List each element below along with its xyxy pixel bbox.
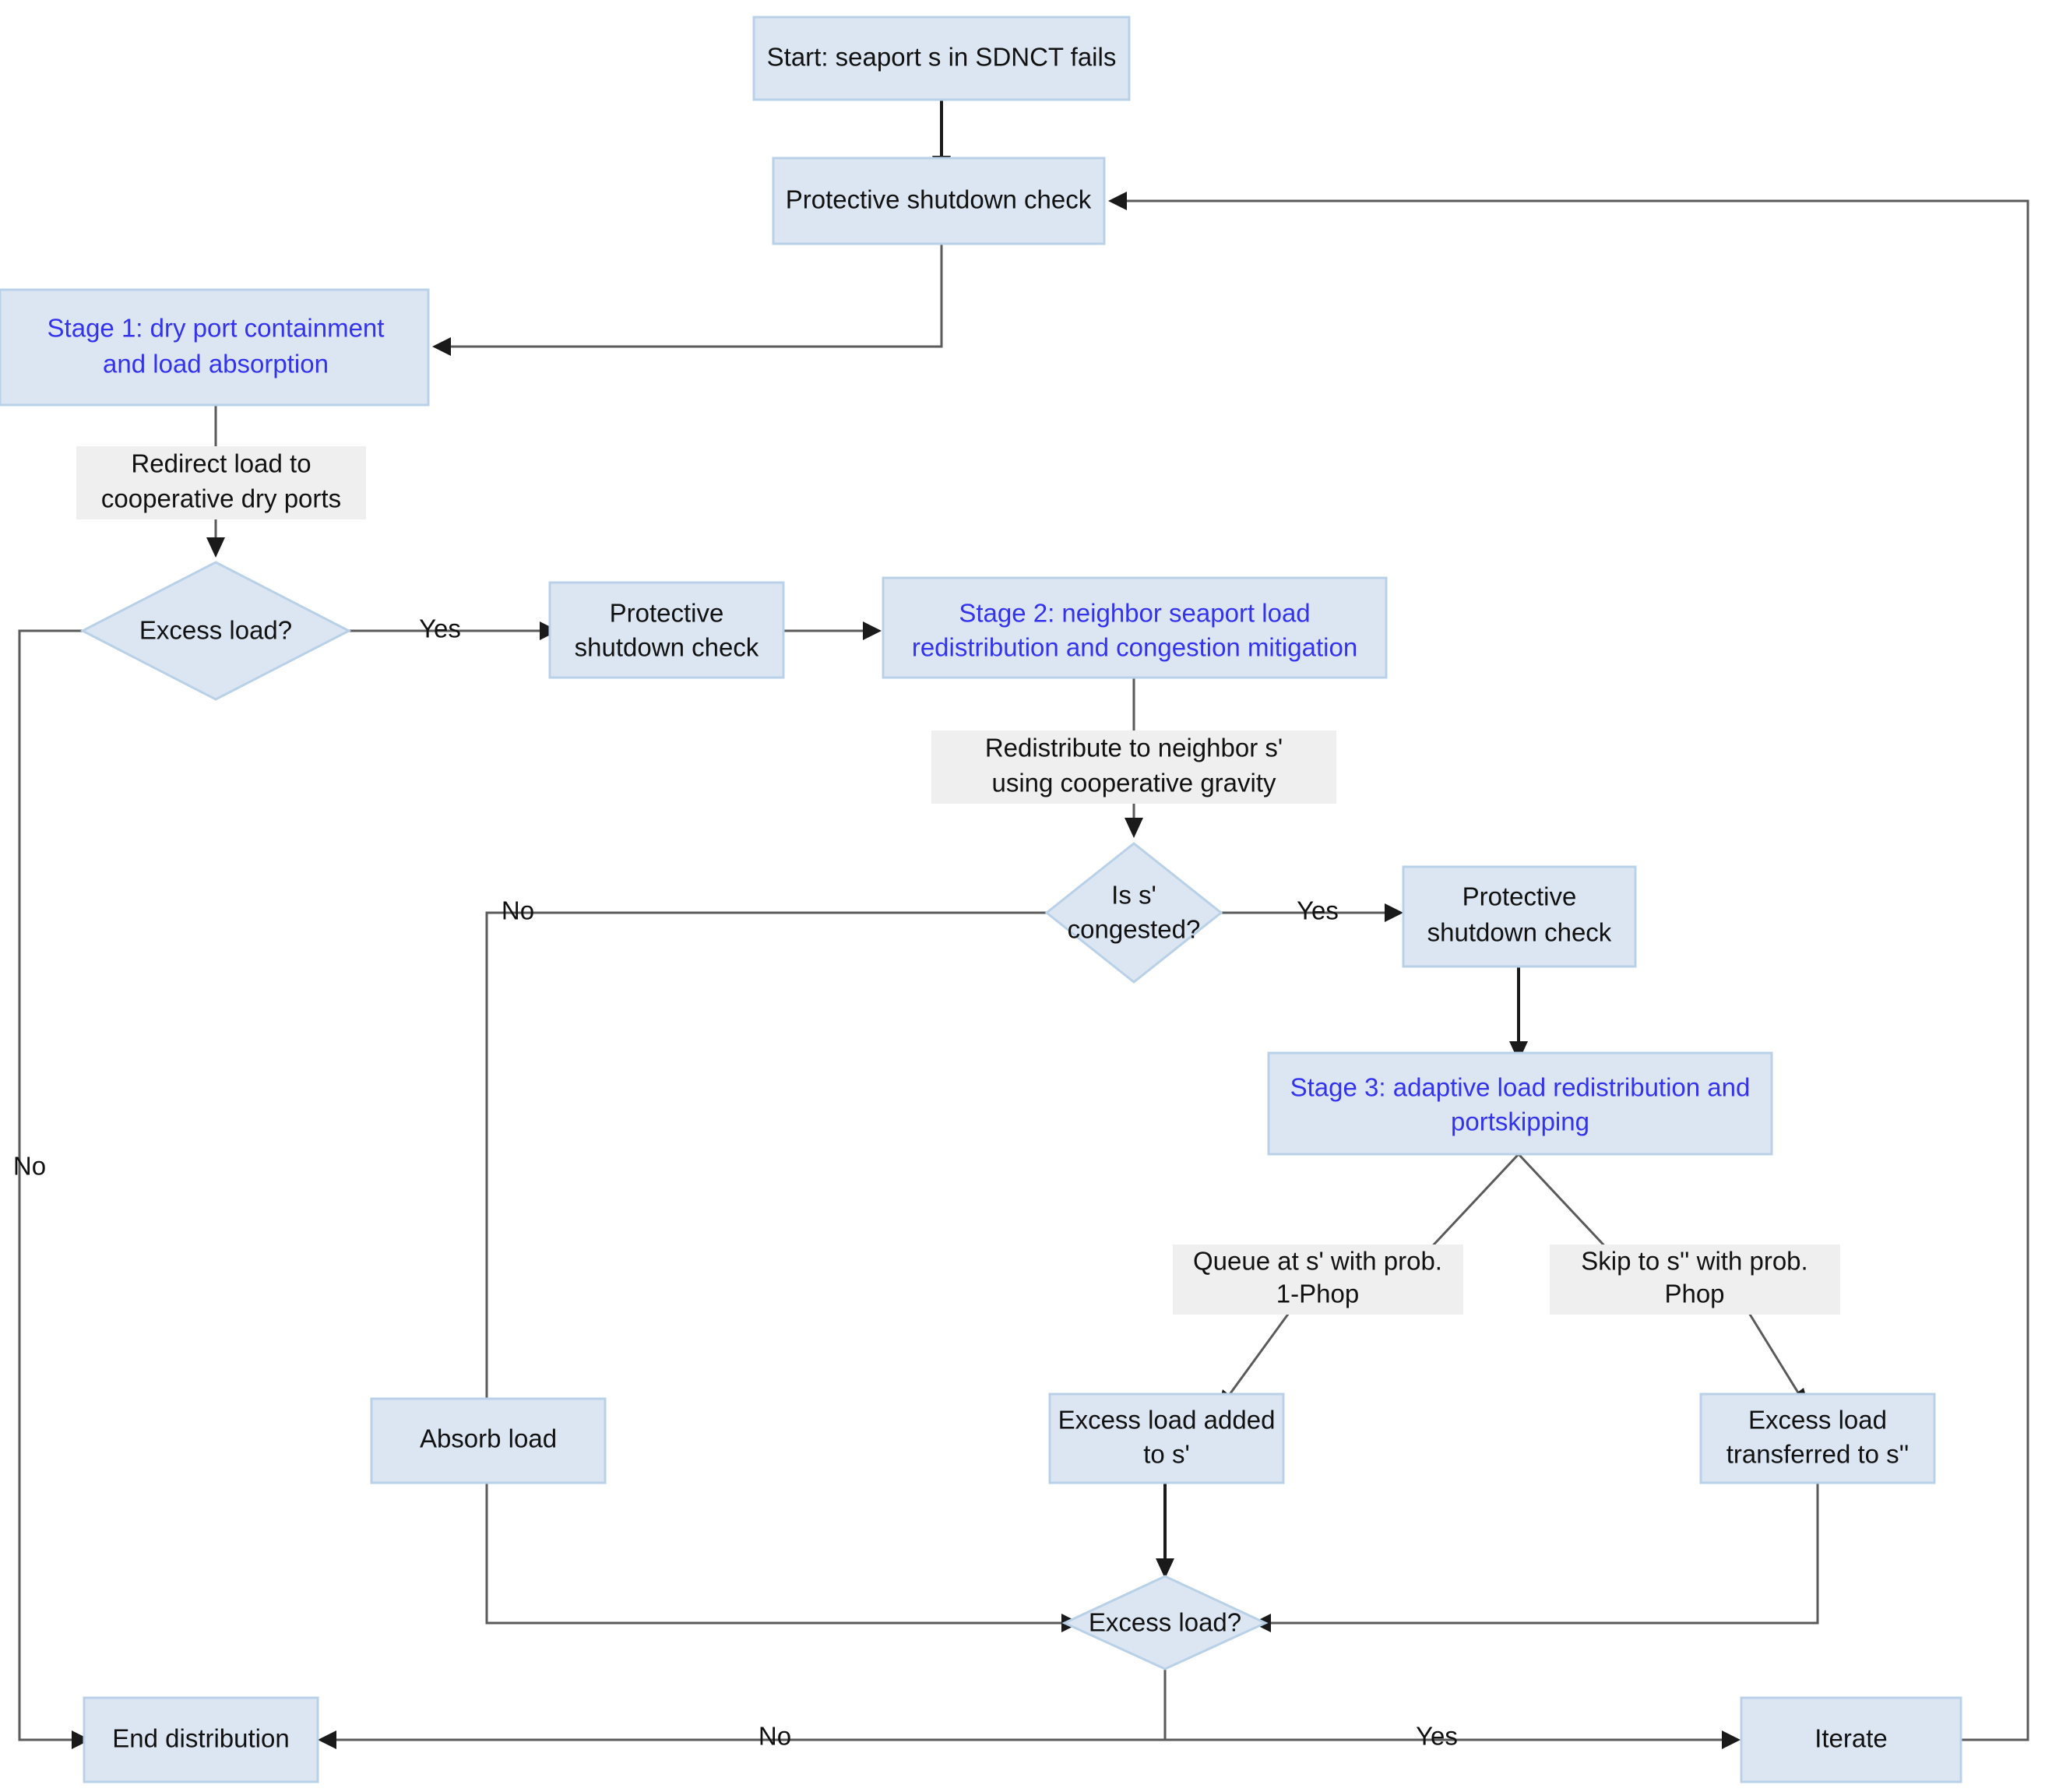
node-absorb-load-label: Absorb load [420,1424,557,1453]
edge-shutdown3-to-stage3 [1509,967,1528,1061]
node-excess-transferred-line2: transferred to s'' [1726,1440,1909,1469]
branch-label-excess1-yes: Yes [419,614,461,643]
node-absorb-load[interactable]: Absorb load [370,1397,607,1484]
node-shutdown-check-3-line1: Protective [1462,882,1577,911]
edge-label-redistribute-line2: using cooperative gravity [991,769,1276,797]
node-shutdown-check-1-label: Protective shutdown check [786,185,1092,214]
node-end-distribution[interactable]: End distribution [83,1696,319,1783]
edge-label-skip-line1: Skip to s'' with prob. [1581,1247,1807,1276]
node-excess-load-1-label: Excess load? [139,616,292,645]
branch-label-congested-yes: Yes [1297,896,1339,925]
edge-iterate-to-shutdown1 [1108,192,2029,1741]
edge-label-queue-line1: Queue at s' with prob. [1193,1247,1442,1276]
node-stage-2-line2: redistribution and congestion mitigation [912,633,1357,662]
node-protective-shutdown-check-3[interactable]: Protective shutdown check [1402,865,1637,968]
edge-stage3-to-queue [1424,1153,1520,1255]
node-shutdown-check-2-line1: Protective [610,599,724,628]
node-stage-3-line1: Stage 3: adaptive load redistribution an… [1290,1073,1751,1102]
branch-label-excess1-no: No [13,1152,46,1181]
branch-label-congested-no: No [502,896,534,925]
node-excess-added-line1: Excess load added [1058,1406,1276,1435]
node-excess-load-decision-2[interactable]: Excess load? [1061,1575,1269,1671]
node-excess-load-added[interactable]: Excess load added to s' [1048,1392,1285,1484]
edge-label-skip-line2: Phop [1664,1280,1724,1308]
node-start[interactable]: Start: seaport s in SDNCT fails [752,16,1131,101]
edge-stage3-to-skip [1517,1153,1614,1255]
edge-label-redirect-line1: Redirect load to [131,449,311,478]
node-stage-3[interactable]: Stage 3: adaptive load redistribution an… [1267,1051,1773,1156]
node-stage-1-label-line2: and load absorption [103,350,329,378]
node-excess-load-decision-1[interactable]: Excess load? [79,561,352,701]
edge-label-skip: Skip to s'' with prob. Phop [1550,1245,1840,1315]
edge-label-queue-line2: 1-Phop [1276,1280,1359,1308]
edge-excess2-no [318,1669,1167,1749]
edge-absorb-to-excess2 [485,1483,1080,1632]
edge-excess-added-to-excess2 [1156,1483,1174,1579]
edge-label-redirect: Redirect load to cooperative dry ports [76,446,366,519]
node-stage-3-line2: portskipping [1451,1107,1589,1136]
node-shutdown-check-3-line2: shutdown check [1427,918,1612,947]
node-start-label: Start: seaport s in SDNCT fails [767,43,1117,72]
edge-label-redistribute: Redistribute to neighbor s' using cooper… [931,731,1336,804]
edge-label-queue: Queue at s' with prob. 1-Phop [1173,1245,1463,1315]
node-is-congested-line1: Is s' [1111,881,1156,910]
node-stage-1-label-line1: Stage 1: dry port containment [48,314,385,343]
node-end-distribution-label: End distribution [112,1724,289,1753]
edge-excess-transferred-to-excess2 [1252,1483,1819,1632]
edge-congested-no [477,911,1047,1418]
edge-label-redirect-line2: cooperative dry ports [101,484,341,513]
node-excess-load-2-label: Excess load? [1089,1608,1241,1637]
edge-congested-yes [1221,903,1403,922]
node-is-congested-line2: congested? [1068,915,1201,944]
node-protective-shutdown-check-1[interactable]: Protective shutdown check [772,157,1106,245]
node-iterate[interactable]: Iterate [1740,1696,1962,1783]
branch-label-excess2-no: No [759,1722,791,1751]
edge-excess1-no [18,629,90,1749]
edge-excess2-yes [1165,1730,1741,1749]
node-stage-1[interactable]: Stage 1: dry port containment and load a… [0,288,430,407]
node-iterate-label: Iterate [1814,1724,1888,1753]
node-stage-2[interactable]: Stage 2: neighbor seaport load redistrib… [882,576,1388,679]
node-shutdown-check-2-line2: shutdown check [575,633,759,662]
edge-shutdown2-to-stage2 [783,621,882,640]
node-excess-load-transferred[interactable]: Excess load transferred to s'' [1699,1392,1936,1484]
node-excess-transferred-line1: Excess load [1748,1406,1887,1435]
node-stage-2-line1: Stage 2: neighbor seaport load [959,599,1310,628]
node-protective-shutdown-check-2[interactable]: Protective shutdown check [548,581,785,679]
edge-shutdown1-to-stage1 [432,243,943,356]
branch-label-excess2-yes: Yes [1416,1722,1458,1751]
edge-label-redistribute-line1: Redistribute to neighbor s' [985,734,1283,762]
node-excess-added-line2: to s' [1143,1440,1190,1469]
node-is-congested-decision[interactable]: Is s' congested? [1044,842,1223,984]
